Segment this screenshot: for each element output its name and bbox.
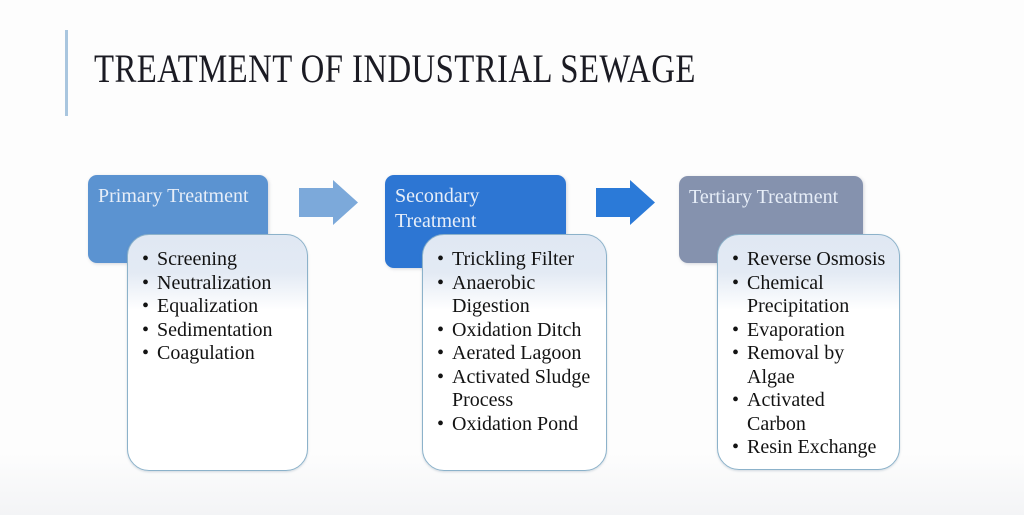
list-item: Oxidation Pond (435, 413, 600, 437)
list-item: Equalization (140, 295, 301, 319)
primary-treatment-list: ScreeningNeutralizationEqualizationSedim… (128, 235, 307, 366)
list-item: Removal by Algae (730, 342, 893, 389)
secondary-treatment-panel: Trickling FilterAnaerobic DigestionOxida… (422, 234, 607, 471)
secondary-treatment-list: Trickling FilterAnaerobic DigestionOxida… (423, 235, 606, 436)
list-item: Neutralization (140, 272, 301, 296)
tertiary-treatment-panel: Reverse OsmosisChemical PrecipitationEva… (717, 234, 900, 470)
right-arrow-icon (299, 180, 358, 225)
list-item: Sedimentation (140, 319, 301, 343)
list-item: Screening (140, 248, 301, 272)
slide-title: TREATMENT OF INDUSTRIAL SEWAGE (94, 46, 696, 91)
list-item: Aerated Lagoon (435, 342, 600, 366)
primary-treatment-panel: ScreeningNeutralizationEqualizationSedim… (127, 234, 308, 471)
list-item: Trickling Filter (435, 248, 600, 272)
list-item: Reverse Osmosis (730, 248, 893, 272)
list-item: Resin Exchange (730, 436, 893, 460)
title-accent-bar (65, 30, 68, 116)
list-item: Anaerobic Digestion (435, 272, 600, 319)
list-item: Activated Carbon (730, 389, 893, 436)
list-item: Coagulation (140, 342, 301, 366)
right-arrow-icon (596, 180, 655, 225)
list-item: Oxidation Ditch (435, 319, 600, 343)
list-item: Activated Sludge Process (435, 366, 600, 413)
list-item: Evaporation (730, 319, 893, 343)
tertiary-treatment-list: Reverse OsmosisChemical PrecipitationEva… (718, 235, 899, 460)
list-item: Chemical Precipitation (730, 272, 893, 319)
